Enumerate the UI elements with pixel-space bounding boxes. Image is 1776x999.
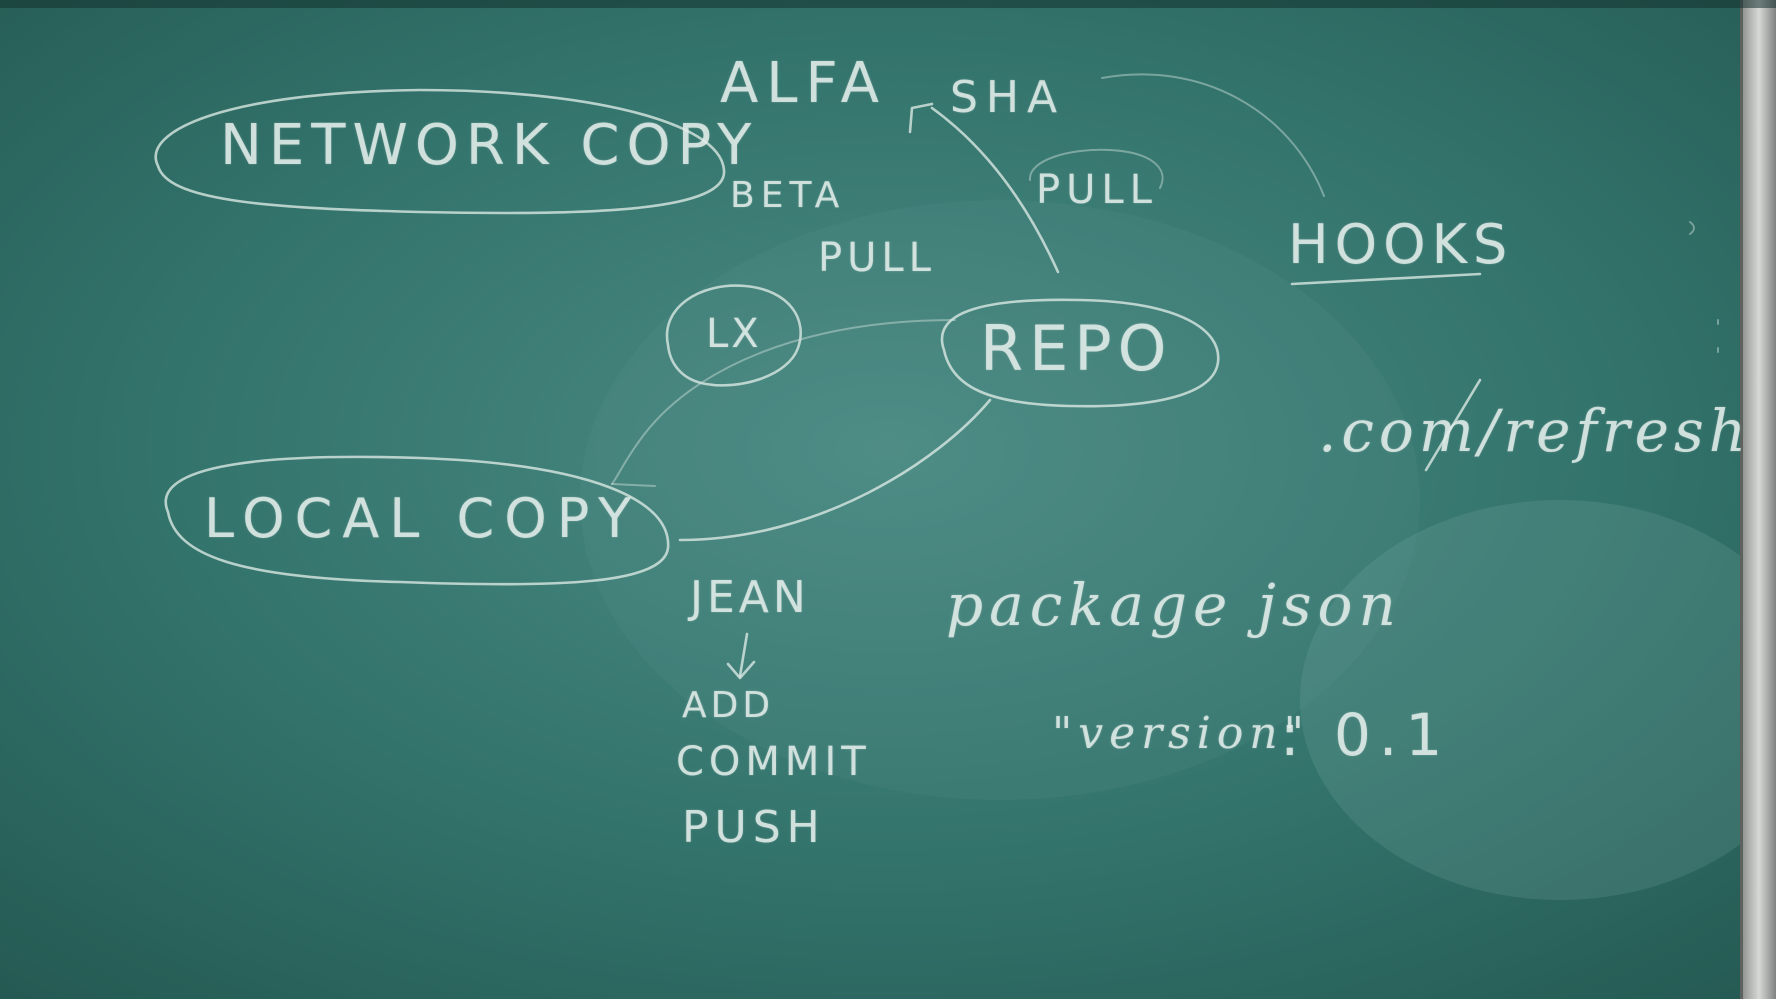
- version-value-label: : 0.1: [1280, 701, 1451, 769]
- version-key-label: "version": [1052, 708, 1310, 759]
- jean-label: JEAN: [690, 572, 810, 623]
- repo-to-alfa-arrow: [930, 106, 1060, 274]
- local-copy-ellipse: [164, 455, 670, 586]
- hooks-underline: [1290, 272, 1482, 286]
- alfa-label: ALFA: [720, 51, 887, 116]
- hooks-label: HOOKS: [1288, 213, 1514, 276]
- lx-circle: [665, 284, 802, 387]
- beta-label: BETA: [730, 175, 846, 216]
- repo-ellipse: [940, 298, 1220, 408]
- sha-to-hooks-arc: [1101, 73, 1325, 197]
- refresh-url-label: .com/refresh: [1318, 397, 1752, 465]
- board-frame-right: [1742, 0, 1776, 999]
- network-copy-label: NETWORK COPY: [220, 113, 759, 178]
- network-copy-ellipse: [154, 88, 726, 215]
- jean-down-arrow: [738, 632, 749, 678]
- package-json-label: package json: [946, 571, 1402, 639]
- sha-label: SHA: [950, 72, 1066, 123]
- pull-ellipse: [1028, 148, 1164, 189]
- add-label: ADD: [682, 685, 775, 726]
- repo-label: REPO: [980, 312, 1173, 385]
- repo-to-local-arc: [611, 319, 956, 485]
- refresh-slash: [1424, 378, 1482, 472]
- local-to-repo-arc: [678, 398, 992, 542]
- commit-label: COMMIT: [676, 739, 871, 785]
- sha-pull-label: PULL: [1036, 167, 1158, 213]
- beta-pull-label: PULL: [818, 235, 936, 281]
- lx-label: LX: [706, 311, 762, 357]
- local-copy-label: LOCAL COPY: [204, 487, 642, 550]
- push-label: PUSH: [682, 802, 826, 853]
